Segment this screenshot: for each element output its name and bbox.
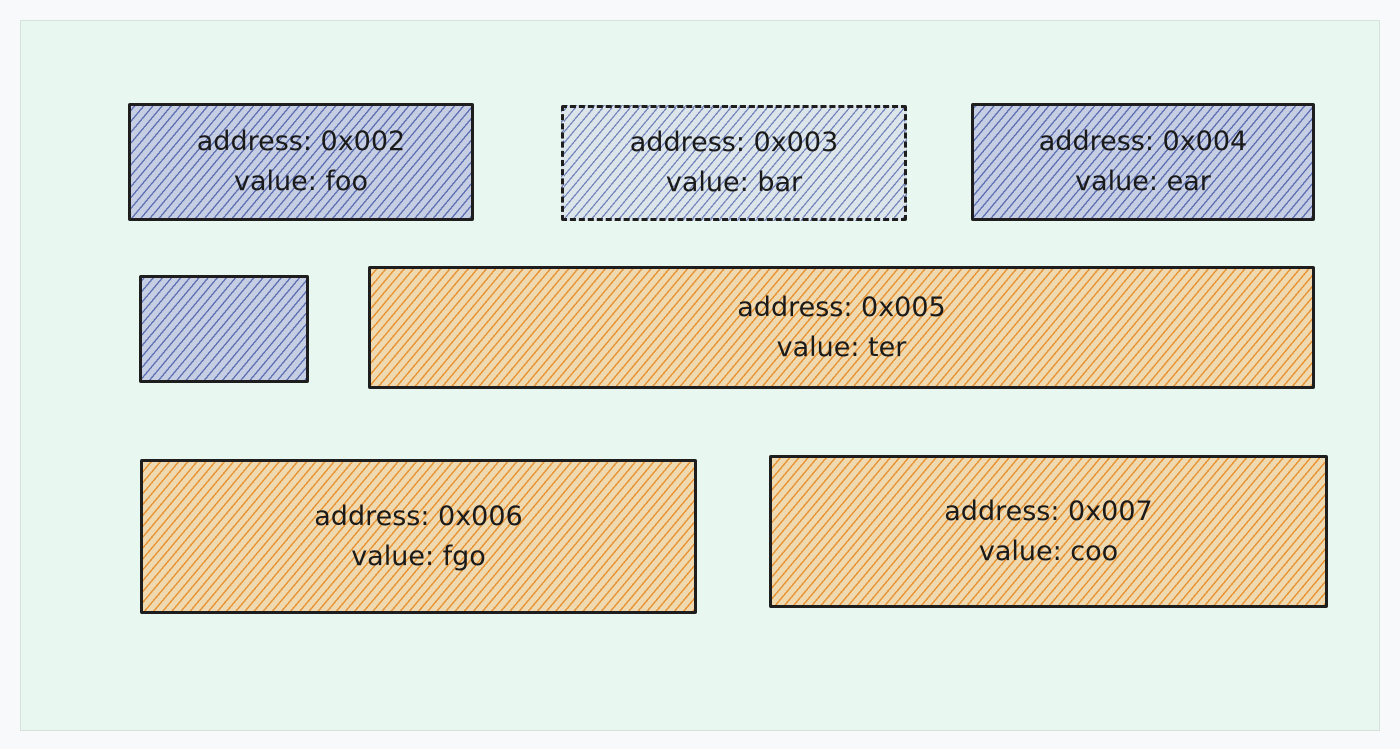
cell-value: value: ter — [776, 331, 907, 363]
memory-cell-0x002: address: 0x002 value: foo — [128, 103, 474, 221]
cell-address: address: 0x002 — [196, 126, 406, 157]
cell-address: address: 0x004 — [1038, 126, 1248, 157]
memory-cell-0x004: address: 0x004 value: ear — [971, 103, 1315, 221]
memory-cell-0x006: address: 0x006 value: fgo — [140, 459, 697, 614]
memory-cell-empty — [139, 275, 309, 383]
cell-address: address: 0x005 — [737, 291, 946, 323]
cell-value: value: foo — [234, 166, 368, 197]
cell-address: address: 0x006 — [314, 500, 523, 532]
memory-cell-0x007: address: 0x007 value: coo — [769, 455, 1328, 608]
cell-value: value: coo — [978, 535, 1119, 567]
cell-value: value: fgo — [351, 540, 486, 572]
cell-value: value: ear — [1075, 166, 1211, 197]
cell-value: value: bar — [665, 167, 803, 198]
cell-address: address: 0x007 — [944, 495, 1153, 527]
cell-address: address: 0x003 — [629, 127, 839, 158]
memory-cell-0x003: address: 0x003 value: bar — [561, 105, 907, 221]
memory-cell-0x005: address: 0x005 value: ter — [368, 266, 1315, 389]
diagram-canvas: address: 0x002 value: foo address: 0x003… — [20, 20, 1380, 731]
